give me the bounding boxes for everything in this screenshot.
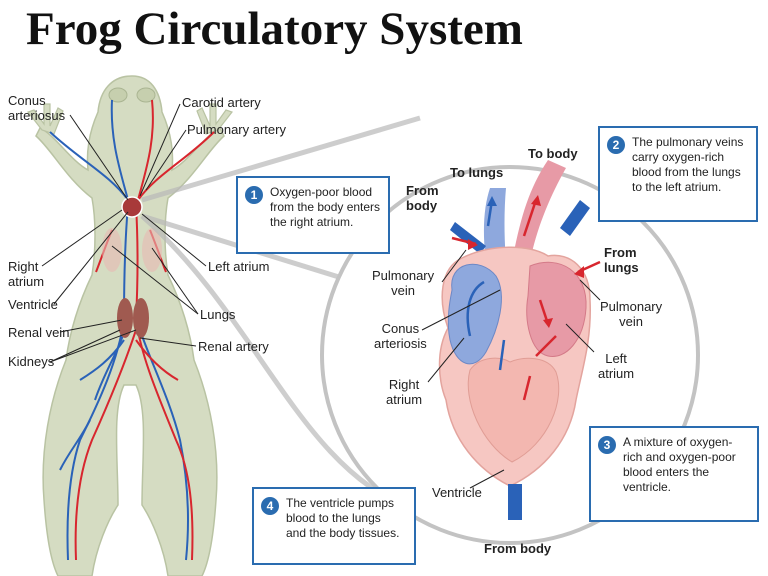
label-pulmonary-vein-right: Pulmonary vein: [600, 299, 663, 329]
label-to-body: To body: [528, 146, 578, 161]
frog-leader-lines: [41, 103, 207, 363]
label-renal-artery: Renal artery: [198, 339, 269, 354]
label-to-lungs: To lungs: [450, 165, 504, 180]
frog-illustration: [27, 75, 233, 576]
callout-4-text: The ventricle pumps blood to the lungs a…: [286, 496, 400, 540]
ventricle-chamber: [467, 357, 560, 463]
callout-1: 1 Oxygen-poor blood from the body enters…: [236, 176, 390, 254]
pulmonary-vein-left: [450, 222, 486, 254]
label-renal-vein: Renal vein: [8, 325, 70, 340]
left-lung: [102, 228, 122, 272]
frog-arteries: [74, 99, 215, 561]
heart-leader-lines: [421, 249, 601, 489]
left-atrium-chamber: [526, 261, 587, 357]
label-conus-arteriosus: Conus arteriosus: [8, 93, 66, 123]
right-eye: [136, 87, 156, 103]
left-kidney: [117, 298, 133, 338]
label-pulmonary-vein-left: Pulmonary vein: [372, 268, 435, 298]
to-body-vessel: [512, 160, 566, 262]
label-left-atrium-frog: Left atrium: [208, 259, 270, 274]
callout-3-text: A mixture of oxygen- rich and oxygen-poo…: [623, 435, 736, 494]
right-lung: [142, 228, 162, 272]
to-lungs-vessel: [483, 188, 506, 262]
arrow-heads: [468, 195, 584, 328]
page-title: Frog Circulatory System: [26, 3, 523, 55]
callout-1-number: 1: [245, 186, 263, 204]
left-hand: [27, 103, 64, 135]
callout-4: 4 The ventricle pumps blood to the lungs…: [252, 487, 416, 565]
label-ventricle-heart: Ventricle: [432, 485, 482, 500]
label-left-atrium-heart: Left atrium: [598, 351, 635, 381]
heart-illustration: [438, 160, 601, 520]
callout-3: 3 A mixture of oxygen- rich and oxygen-p…: [589, 426, 759, 522]
label-lungs: Lungs: [200, 307, 236, 322]
label-from-lungs: From lungs: [604, 245, 639, 275]
callout-3-number: 3: [598, 436, 616, 454]
right-hand: [196, 103, 233, 135]
label-right-atrium-heart: Right atrium: [386, 377, 423, 407]
label-right-atrium-frog: Right atrium: [8, 259, 45, 289]
label-ventricle-frog: Ventricle: [8, 297, 58, 312]
callout-2-text: The pulmonary veins carry oxygen-rich bl…: [632, 135, 744, 194]
callout-2-number: 2: [607, 136, 625, 154]
from-body-vessel: [508, 484, 522, 520]
right-kidney: [133, 298, 149, 338]
callout-1-text: Oxygen-poor blood from the body enters t…: [270, 185, 381, 229]
vena-cava-right: [560, 200, 590, 236]
label-carotid-artery: Carotid artery: [182, 95, 261, 110]
label-from-body-top: From body: [406, 183, 439, 213]
right-atrium-chamber: [447, 263, 502, 365]
label-conus-arteriosis: Conus arteriosis: [374, 321, 427, 351]
label-kidneys: Kidneys: [8, 354, 55, 369]
frog-heart: [121, 196, 143, 218]
label-from-body-bottom: From body: [484, 541, 552, 556]
callout-4-number: 4: [261, 497, 279, 515]
callout-2: 2 The pulmonary veins carry oxygen-rich …: [598, 126, 758, 222]
label-pulmonary-artery: Pulmonary artery: [187, 122, 286, 137]
left-eye: [108, 87, 128, 103]
